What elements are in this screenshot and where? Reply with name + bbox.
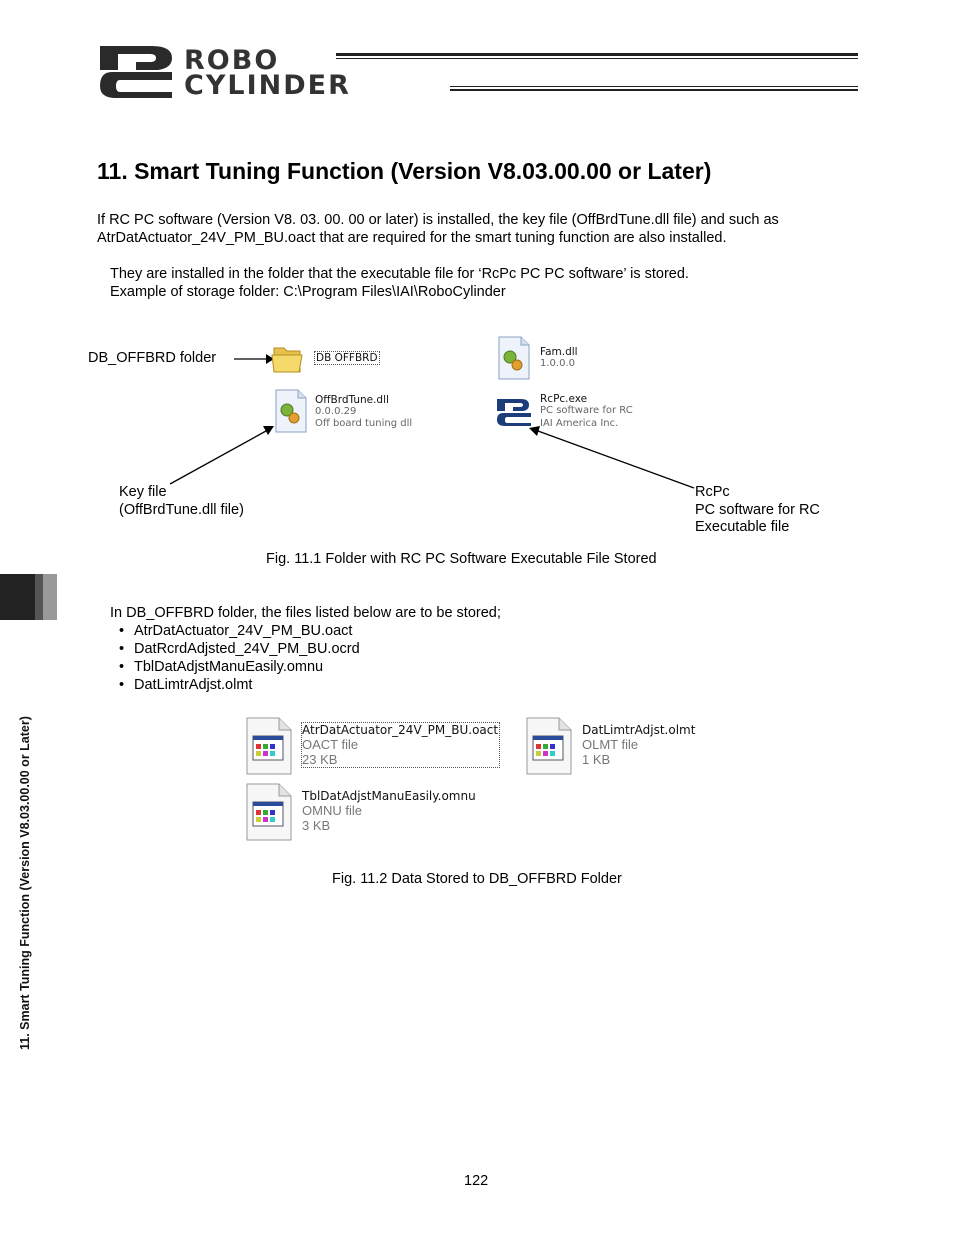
file-entry-olmt[interactable]: DatLimtrAdjst.olmt OLMT file 1 KB [582,723,695,767]
list-item: DatRcrdAdjsted_24V_PM_BU.ocrd [119,640,360,658]
file-document-icon[interactable] [245,782,293,842]
header: ROBO CYLINDER [96,42,858,102]
folder-label: DB_OFFBRD folder [88,350,217,366]
dll-gear-icon[interactable] [272,388,308,434]
key-file-label-2: (OffBrdTune.dll file) [119,502,244,518]
figure2-caption: Fig. 11.2 Data Stored to DB_OFFBRD Folde… [332,871,622,887]
rcpc-desc-2: IAI America Inc. [540,418,619,429]
files-list: AtrDatActuator_24V_PM_BU.oact DatRcrdAdj… [119,622,360,694]
rcpc-name[interactable]: RcPc.exe [540,393,588,405]
rcpc-label-2: PC software for RC [695,502,820,518]
list-item: TblDatAdjstManuEasily.omnu [119,658,360,676]
file-name: AtrDatActuator_24V_PM_BU.oact [302,723,499,737]
header-rule-bottom-1 [450,86,858,87]
header-rule-top-2 [336,58,858,59]
install-line-2: Example of storage folder: C:\Program Fi… [110,284,506,300]
file-type: OMNU file [302,803,362,818]
files-intro: In DB_OFFBRD folder, the files listed be… [110,605,501,621]
fam-name[interactable]: Fam.dll [540,346,578,358]
folder-name[interactable]: DB OFFBRD [314,351,380,365]
file-document-icon[interactable] [245,716,293,776]
intro-line-1: If RC PC software (Version V8. 03. 00. 0… [97,212,779,228]
list-item: AtrDatActuator_24V_PM_BU.oact [119,622,360,640]
folder-arrow [234,354,274,364]
logo-line-1: ROBO [184,45,280,76]
offbrd-version: 0.0.0.29 [315,406,357,417]
rcpc-label-1: RcPc [695,484,730,500]
file-name: DatLimtrAdjst.olmt [582,723,696,737]
file-size: 23 KB [302,752,338,767]
file-name: TblDatAdjstManuEasily.omnu [302,789,476,803]
rc-logo-icon [100,46,172,98]
file-entry-omnu[interactable]: TblDatAdjstManuEasily.omnu OMNU file 3 K… [302,789,476,833]
file-size: 1 KB [582,752,611,767]
offbrd-name[interactable]: OffBrdTune.dll [315,394,389,406]
rc-app-icon[interactable] [495,397,533,427]
header-rule-bottom-2 [450,89,858,91]
header-rule-top-1 [336,53,858,56]
list-item: DatLimtrAdjst.olmt [119,676,360,694]
page-number: 122 [464,1173,489,1189]
figure1-caption: Fig. 11.1 Folder with RC PC Software Exe… [266,551,657,567]
file-type: OLMT file [582,737,639,752]
key-file-arrow [169,426,274,485]
key-file-label-1: Key file [119,484,167,500]
folder-icon[interactable] [270,340,306,376]
rcpc-label-3: Executable file [695,519,790,535]
rcpc-desc-1: PC software for RC [540,405,633,416]
file-type: OACT file [302,737,359,752]
fam-version: 1.0.0.0 [540,358,575,369]
side-vertical-title: 11. Smart Tuning Function (Version V8.03… [18,716,32,1050]
rcpc-arrow [529,426,695,489]
offbrd-desc: Off board tuning dll [315,418,413,429]
file-entry-oact[interactable]: AtrDatActuator_24V_PM_BU.oact OACT file … [301,722,500,768]
install-line-1: They are installed in the folder that th… [110,266,689,282]
dll-gear-icon[interactable] [495,335,531,381]
side-chapter-tab [0,574,57,620]
file-document-icon[interactable] [525,716,573,776]
intro-line-2: AtrDatActuator_24V_PM_BU.oact that are r… [97,230,727,246]
file-size: 3 KB [302,818,331,833]
section-title: 11. Smart Tuning Function (Version V8.03… [97,158,712,184]
logo-line-2: CYLINDER [184,70,351,101]
